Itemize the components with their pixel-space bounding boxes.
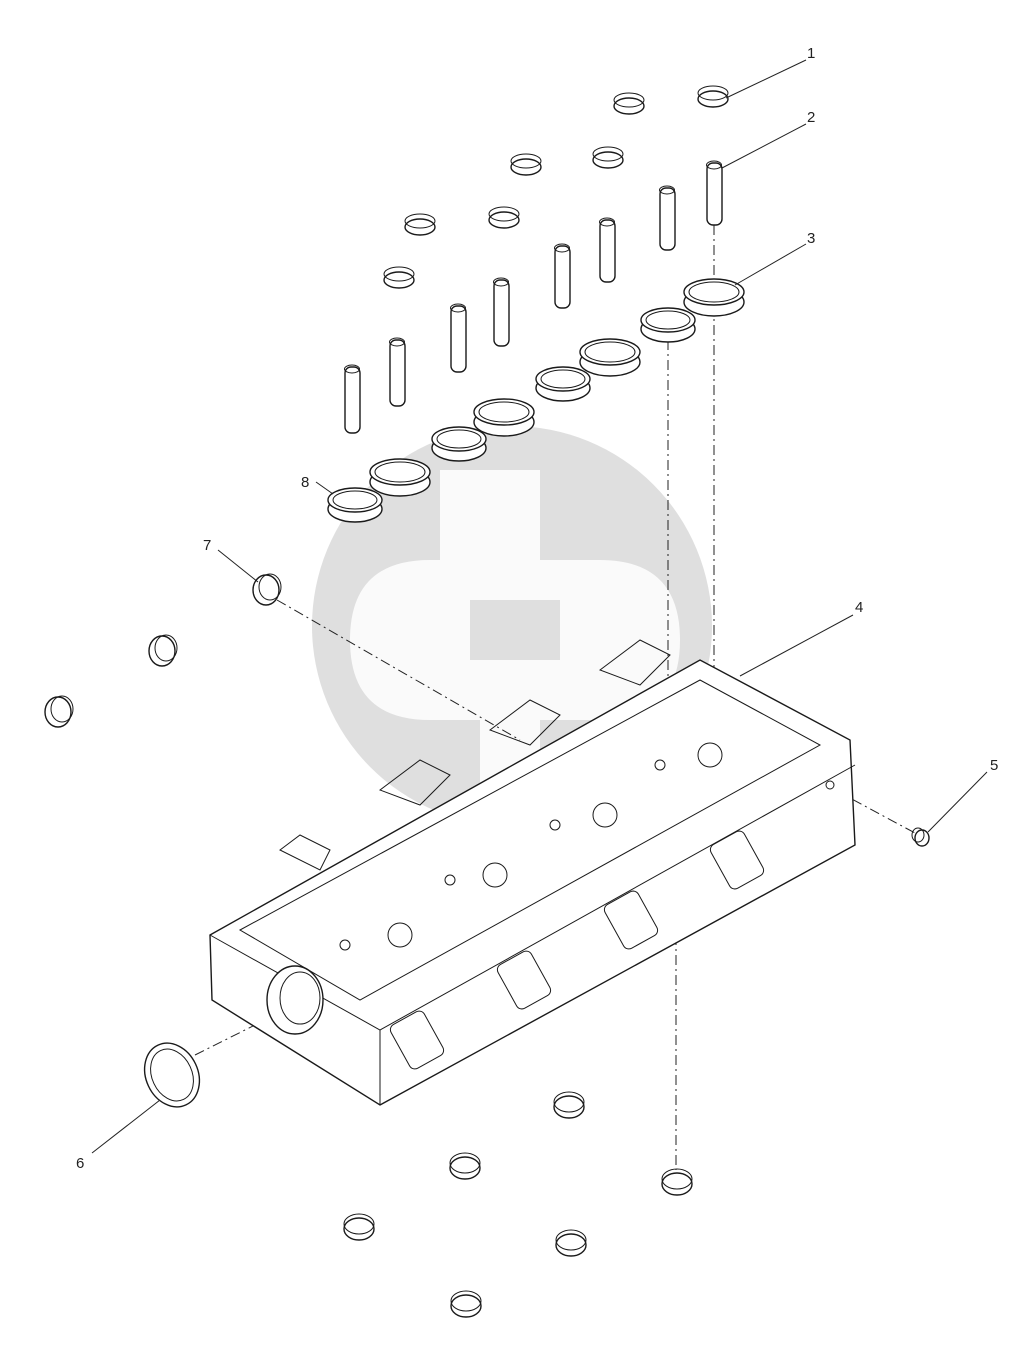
valve-stem-seal bbox=[592, 146, 624, 169]
callout-7: 7 bbox=[203, 537, 211, 554]
expansion-plugs-bottom bbox=[343, 1091, 693, 1318]
expansion-plug bbox=[252, 573, 282, 606]
valve-stem-seals bbox=[383, 85, 729, 289]
callout-labels: 1 2 3 4 5 6 7 8 bbox=[76, 45, 998, 1172]
valve-guide bbox=[554, 243, 571, 309]
dowel-pin bbox=[911, 827, 930, 847]
valve-seat-insert bbox=[431, 426, 487, 462]
valve-seat-insert bbox=[327, 487, 383, 523]
valve-guide bbox=[706, 160, 723, 226]
valve-guide bbox=[344, 364, 361, 434]
valve-guide bbox=[659, 185, 676, 251]
valve-seat-insert bbox=[535, 366, 591, 402]
callout-4: 4 bbox=[855, 599, 863, 616]
valve-stem-seal bbox=[510, 153, 542, 176]
expansion-plug bbox=[450, 1290, 482, 1318]
valve-stem-seal bbox=[404, 213, 436, 236]
expansion-plug bbox=[44, 695, 74, 728]
expansion-plug bbox=[148, 634, 178, 667]
callout-2: 2 bbox=[807, 109, 815, 126]
callout-3: 3 bbox=[807, 230, 815, 247]
leader-lines bbox=[91, 59, 988, 1154]
valve-guide bbox=[450, 303, 467, 373]
expansion-plug bbox=[553, 1091, 585, 1119]
valve-seat-insert bbox=[473, 398, 535, 437]
expansion-plugs-side bbox=[44, 573, 282, 728]
valve-guide bbox=[389, 337, 406, 407]
valve-stem-seal bbox=[488, 206, 520, 229]
valve-guide bbox=[493, 277, 510, 347]
callout-8: 8 bbox=[301, 474, 309, 491]
callout-1: 1 bbox=[807, 45, 815, 62]
valve-guide bbox=[599, 217, 616, 283]
cylinder-head bbox=[209, 639, 856, 1106]
valve-seat-insert bbox=[640, 307, 696, 343]
expansion-plug bbox=[555, 1229, 587, 1257]
valve-stem-seal bbox=[383, 266, 415, 289]
valve-stem-seal bbox=[697, 85, 729, 108]
expansion-plug bbox=[343, 1213, 375, 1241]
valve-guides bbox=[344, 160, 723, 434]
valve-seat-insert bbox=[369, 458, 431, 497]
expansion-plug bbox=[449, 1152, 481, 1180]
callout-6: 6 bbox=[76, 1155, 84, 1172]
valve-stem-seal bbox=[613, 92, 645, 115]
valve-seat-insert bbox=[579, 338, 641, 377]
valve-seat-insert bbox=[683, 278, 745, 317]
callout-5: 5 bbox=[990, 757, 998, 774]
valve-seat-inserts bbox=[327, 278, 745, 523]
large-seal-plug bbox=[143, 1042, 201, 1108]
expansion-plug bbox=[661, 1168, 693, 1196]
